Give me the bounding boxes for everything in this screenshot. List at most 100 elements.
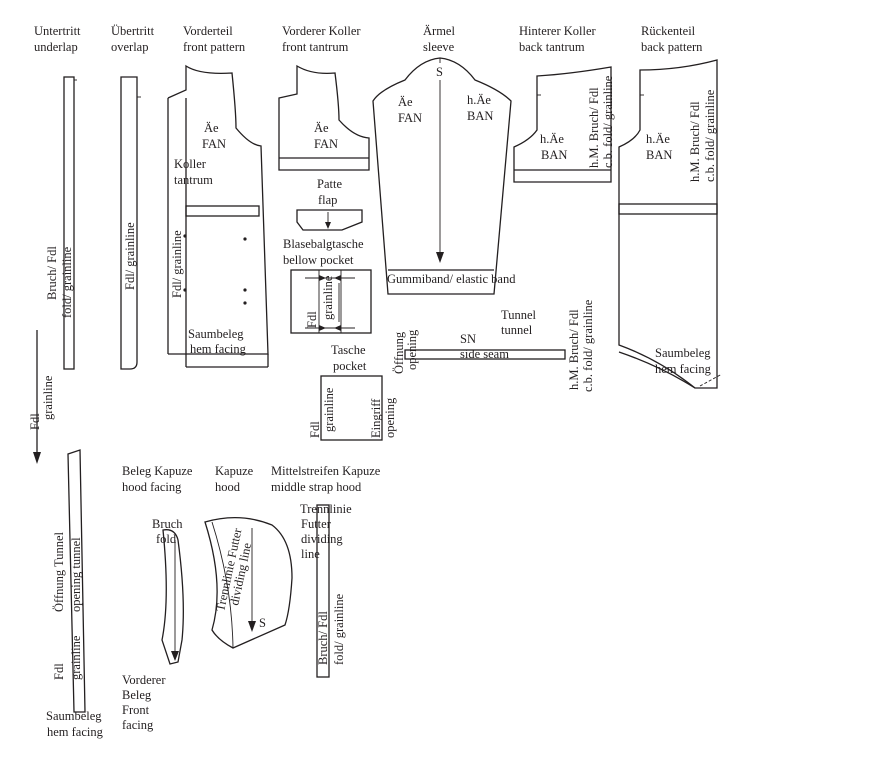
tunnel-de: Tunnel <box>501 308 536 322</box>
back-pattern-outline <box>618 59 718 389</box>
header-underlap-en: underlap <box>34 40 78 54</box>
underlap-bruch-fdl: Bruch/ Fdl <box>45 246 59 300</box>
header-underlap: Untertritt underlap <box>34 24 81 54</box>
piece-sleeve: S Äe FAN h.Äe BAN Gummiband/ elastic ban… <box>372 57 516 295</box>
front-facing-vorderer: Vorderer <box>122 673 166 687</box>
bellow-pocket-fdl: Fdl <box>305 311 319 328</box>
header-front-pattern-en: front pattern <box>183 40 246 54</box>
middle-strap-bruch-fdl: Bruch/ Fdl <box>316 611 330 665</box>
pocket-de: Tasche <box>331 343 366 357</box>
flap-en: flap <box>318 193 337 207</box>
piece-front-tantrum: Äe FAN <box>278 64 370 171</box>
bellow-pocket-grainline-label: grainline <box>321 275 335 320</box>
back-tantrum-ban: BAN <box>541 148 567 162</box>
opening-tunnel-outline <box>67 449 86 713</box>
header-front-tantrum-en: front tantrum <box>282 40 349 54</box>
header-hood-facing-en: hood facing <box>122 480 182 494</box>
header-back-tantrum-de: Hinterer Koller <box>519 24 597 38</box>
front-pattern-button-mark <box>243 237 247 241</box>
front-pattern-button-mark <box>183 234 187 238</box>
bellow-pocket-outline <box>290 269 372 334</box>
piece-overlap: Fdl/ grainline <box>120 76 141 370</box>
middle-strap-trennlinie: Trennlinie <box>300 502 352 516</box>
overlap-outline <box>120 76 138 370</box>
header-front-tantrum-de: Vorderer Koller <box>282 24 361 38</box>
front-pattern-ae: Äe <box>204 121 219 135</box>
back-pattern-yoke-band <box>618 203 718 215</box>
bellow-pocket-de: Blasebalgtasche <box>283 237 364 251</box>
grainline-arrow-left: Fdl grainline <box>28 330 55 464</box>
front-tantrum-fan: FAN <box>314 137 338 151</box>
pocket-opening: opening <box>383 397 397 438</box>
front-pattern-fdl-grainline: Fdl/ grainline <box>170 230 184 298</box>
front-pattern-tantrum: tantrum <box>174 173 213 187</box>
hood-s: S <box>259 616 266 630</box>
tunnel-sn: SN <box>460 332 476 346</box>
sleeve-hae: h.Äe <box>467 93 491 107</box>
front-facing-front: Front <box>122 703 150 717</box>
back-pattern-hem-mark <box>699 373 723 387</box>
header-back-pattern-de: Rückenteil <box>641 24 696 38</box>
overlap-fdl-grainline: Fdl/ grainline <box>123 222 137 290</box>
back-tantrum-hae: h.Äe <box>540 132 564 146</box>
sleeve-ae: Äe <box>398 95 413 109</box>
tunnel-oeffnung: Öffnung <box>392 331 406 374</box>
grainline-arrow-head <box>33 452 41 464</box>
front-pattern-saumbeleg: Saumbeleg <box>188 327 244 341</box>
middle-strap-dividing: dividing <box>301 532 343 546</box>
middle-strap-fold-grainline: fold/ grainline <box>332 593 346 665</box>
front-pattern-hem-facing: hem facing <box>190 342 247 356</box>
sleeve-s: S <box>436 65 443 79</box>
hood-facing-fold: fold <box>156 532 177 546</box>
pocket-eingriff: Eingriff <box>369 398 383 438</box>
left-arrow-fdl: Fdl <box>28 413 42 430</box>
back-pattern-hae: h.Äe <box>646 132 670 146</box>
header-middle-strap-hood-de: Mittelstreifen Kapuze <box>271 464 381 478</box>
header-sleeve-de: Ärmel <box>423 24 455 38</box>
piece-tunnel: Tunnel tunnel SN side seam Öffnung openi… <box>392 308 566 374</box>
opening-tunnel-grainline: grainline <box>69 635 83 680</box>
header-sleeve: Ärmel sleeve <box>423 24 455 54</box>
back-pattern-saumbeleg: Saumbeleg <box>655 346 711 360</box>
back-pattern-hem-facing-line <box>618 351 696 389</box>
opening-tunnel-hem-facing: hem facing <box>47 725 104 739</box>
header-front-pattern: Vorderteil front pattern <box>183 24 246 54</box>
back-tantrum-hm-bruch-fdl: h.M. Bruch/ Fdl <box>587 87 601 168</box>
tunnel-cb-fold-grainline: c.b. fold/ grainline <box>581 299 595 392</box>
header-overlap: Übertritt overlap <box>111 24 155 54</box>
left-arrow-grainline: grainline <box>41 375 55 420</box>
piece-back-tantrum: h.Äe BAN h.M. Bruch/ Fdl c.b. fold/ grai… <box>513 66 615 183</box>
piece-underlap: Bruch/ Fdl fold/ grainline <box>45 76 77 370</box>
middle-strap-outline <box>316 504 330 678</box>
flap-de: Patte <box>317 177 342 191</box>
front-pattern-button-mark <box>183 288 187 292</box>
flap-arrow-head <box>325 222 331 229</box>
front-pattern-button-mark <box>243 301 247 305</box>
pocket-fdl: Fdl <box>308 421 322 438</box>
front-pattern-button-mark <box>243 288 247 292</box>
back-tantrum-outline <box>513 66 612 183</box>
pocket-outline <box>320 375 383 441</box>
header-overlap-en: overlap <box>111 40 148 54</box>
bellow-pocket-arrow-head <box>319 325 326 331</box>
front-facing-facing: facing <box>122 718 154 732</box>
bellow-pocket-en: bellow pocket <box>283 253 354 267</box>
piece-back-pattern: h.Äe BAN h.M. Bruch/ Fdl c.b. fold/ grai… <box>618 59 723 389</box>
tunnel-side-seam: side seam <box>460 347 509 361</box>
bellow-pocket-arrow-head <box>334 275 341 281</box>
sleeve-grainline-arrow-head <box>436 252 444 263</box>
middle-strap-line: line <box>301 547 320 561</box>
underlap-outline <box>63 76 75 370</box>
bellow-pocket-arrow-head <box>319 275 326 281</box>
header-overlap-de: Übertritt <box>111 24 155 38</box>
opening-tunnel-de: Öffnung Tunnel <box>52 531 66 612</box>
underlap-fold-grainline: fold/ grainline <box>60 246 74 318</box>
hood-facing-outline <box>161 529 184 665</box>
hood-outline <box>204 517 293 649</box>
sleeve-fan: FAN <box>398 111 422 125</box>
piece-front-pattern: Äe FAN Koller tantrum Fdl/ grainline Sau… <box>167 64 269 368</box>
header-back-tantrum-en: back tantrum <box>519 40 585 54</box>
sleeve-gummiband: Gummiband/ elastic band <box>387 272 516 286</box>
hood-arrow-head <box>248 621 256 632</box>
middle-strap-futter: Futter <box>301 517 332 531</box>
